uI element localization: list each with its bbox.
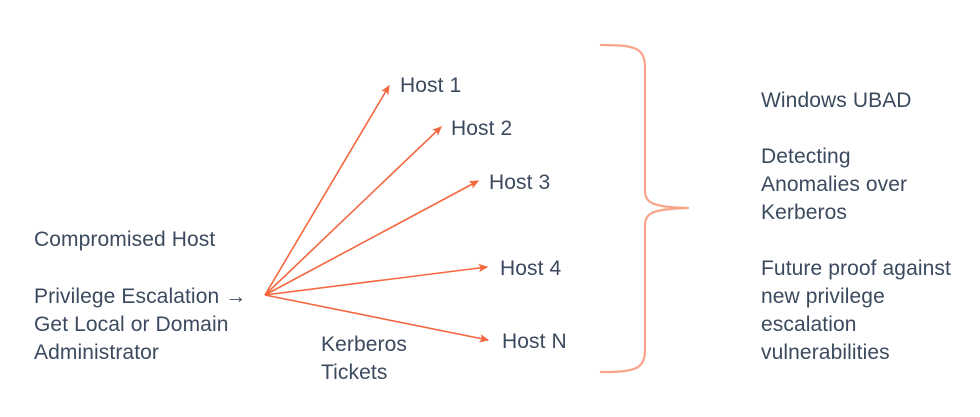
compromised-host-label: Compromised Host	[34, 228, 216, 251]
arrow-to-host-3	[264, 180, 480, 296]
detecting-anomalies-label: Detecting Anomalies over Kerberos	[761, 145, 908, 224]
right-curly-brace-icon	[599, 43, 690, 374]
arrow-to-host-1	[264, 84, 390, 296]
future-proof-label: Future proof against new privilege escal…	[761, 257, 951, 364]
privilege-escalation-label: Privilege Escalation → Get Local or Doma…	[34, 285, 247, 364]
host-label-3: Host 3	[489, 171, 551, 194]
host-label-n: Host N	[502, 330, 567, 353]
arrow-to-host-4	[264, 263, 489, 296]
host-label-1: Host 1	[400, 74, 462, 97]
windows-ubad-label: Windows UBAD	[761, 89, 912, 112]
arrow-to-host-2	[264, 126, 442, 296]
kerberos-tickets-label: Kerberos Tickets	[321, 333, 408, 384]
host-label-4: Host 4	[500, 257, 562, 280]
host-label-2: Host 2	[451, 117, 513, 140]
